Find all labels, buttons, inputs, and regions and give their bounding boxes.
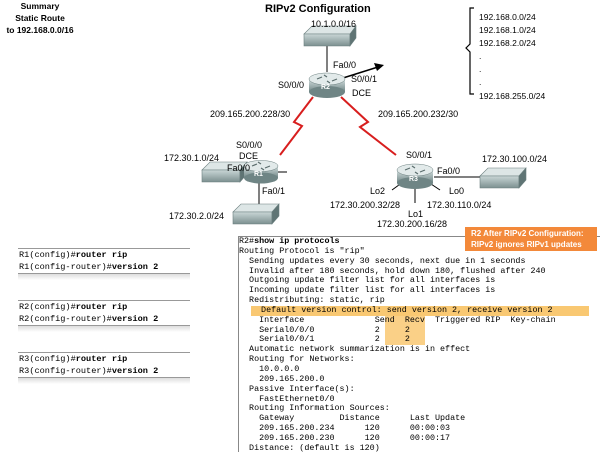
- terminal-line: Routing for Networks:: [239, 354, 355, 365]
- terminal-line: Routing Information Sources:: [239, 403, 390, 414]
- r1-fa0-label: Fa0/0: [227, 163, 251, 173]
- ripv2-note-callout: R2 After RIPv2 Configuration: RIPv2 igno…: [465, 227, 597, 251]
- show-ip-protocols-output: R2#show ip protocols Routing Protocol is…: [238, 236, 600, 453]
- send-recv-highlight: [385, 315, 425, 345]
- r3-lan-label: 172.30.100.0/24: [482, 154, 548, 164]
- terminal-line: FastEthernet0/0: [239, 393, 335, 404]
- r3-config-box: R3(config)#router rip R3(config-router)#…: [18, 352, 190, 378]
- terminal-line: Routing Protocol is "rip": [239, 245, 365, 256]
- config-line: R1(config)#router rip: [19, 250, 128, 260]
- wan-left-subnet: 209.165.200.228/30: [210, 109, 291, 119]
- switch-icon: [201, 161, 248, 183]
- arrowhead-icon: [374, 63, 384, 71]
- config-line: R3(config)#router rip: [19, 354, 128, 364]
- r1-lan1-label: 172.30.2.0/24: [169, 211, 225, 221]
- terminal-line: Invalid after 180 seconds, hold down 180…: [239, 265, 546, 276]
- summary-route-text: Summary Static Route to 192.168.0.0/16: [6, 1, 74, 35]
- summarized-network-list: 192.168.0.0/24 192.168.1.0/24 192.168.2.…: [479, 12, 546, 101]
- terminal-line: Incoming update filter list for all inte…: [239, 285, 496, 296]
- terminal-line: Redistributing: static, rip: [239, 295, 385, 306]
- config-line: R3(config-router)#version 2: [19, 366, 159, 376]
- router-icon: [396, 163, 434, 189]
- r2-config-box: R2(config)#router rip R2(config-router)#…: [18, 300, 190, 326]
- terminal-line: Sending updates every 30 seconds, next d…: [239, 255, 526, 266]
- wan-link-r2-r3: [340, 96, 397, 156]
- r3-router-name: R3: [409, 176, 418, 183]
- terminal-line: 209.165.200.234 120 00:00:03: [239, 423, 451, 434]
- r2-fa-label: Fa0/0: [333, 60, 357, 70]
- r3-fa-label: Fa0/0: [437, 166, 461, 176]
- r3-lo0-label: Lo0: [449, 186, 465, 196]
- r2-s0-label: S0/0/0: [278, 80, 305, 90]
- r1-fa1-label: Fa0/1: [262, 186, 286, 196]
- r2-router-name: R2: [321, 84, 330, 91]
- terminal-line: 209.165.200.0: [239, 373, 325, 384]
- r1-config-box: R1(config)#router rip R1(config-router)#…: [18, 248, 190, 274]
- r3-lo0-net: 172.30.110.0/24: [427, 200, 492, 210]
- terminal-line: Distance: (default is 120): [239, 442, 380, 453]
- router-icon: [308, 72, 346, 98]
- terminal-line: Automatic network summarization is in ef…: [239, 344, 471, 355]
- r3-lo2-label: Lo2: [370, 186, 386, 196]
- r3-lo1-net: 172.30.200.16/28: [377, 219, 448, 229]
- switch-icon: [303, 25, 357, 47]
- r3-s1-label: S0/0/1: [406, 150, 433, 160]
- r2-lan-label: 10.1.0.0/16: [311, 19, 357, 29]
- version-control-line: Default version control: send version 2,…: [251, 305, 589, 316]
- r1-router-name: R1: [254, 171, 263, 178]
- terminal-line: Interface Send Recv Triggered RIP Key-ch…: [239, 315, 600, 345]
- wan-link-r1-r2: [279, 96, 314, 156]
- config-line: R1(config-router)#version 2: [19, 262, 159, 272]
- terminal-line: 209.165.200.230 120 00:00:17: [239, 432, 451, 443]
- r1-dce-label: DCE: [239, 151, 259, 161]
- router-icon: [243, 160, 279, 184]
- switch-icon: [479, 167, 527, 189]
- terminal-line: Outgoing update filter list for all inte…: [239, 275, 496, 286]
- r1-s0-label: S0/0/0: [236, 140, 263, 150]
- topology-diagram: [201, 7, 527, 225]
- summary-arrow: [342, 66, 379, 79]
- wan-right-subnet: 209.165.200.232/30: [378, 109, 459, 119]
- terminal-line: Passive Interface(s):: [239, 383, 355, 394]
- r2-s1-label: S0/0/1: [351, 74, 378, 84]
- terminal-line: 10.0.0.0: [239, 363, 300, 374]
- diagram-title: RIPv2 Configuration: [265, 3, 371, 15]
- config-line: R2(config-router)#version 2: [19, 314, 159, 324]
- r1-lan0-label: 172.30.1.0/24: [164, 153, 220, 163]
- r3-lo1-label: Lo1: [408, 209, 424, 219]
- box-shadow: [18, 326, 190, 332]
- box-shadow: [18, 378, 190, 384]
- terminal-command-line: R2#show ip protocols: [239, 236, 340, 246]
- r2-dce-label: DCE: [352, 88, 372, 98]
- config-line: R2(config)#router rip: [19, 302, 128, 312]
- r3-lo2-net: 172.30.200.32/28: [330, 200, 401, 210]
- terminal-line: Gateway Distance Last Update: [239, 413, 466, 424]
- box-shadow: [18, 274, 190, 280]
- switch-icon: [232, 203, 280, 225]
- network-list-bracket: [465, 7, 474, 95]
